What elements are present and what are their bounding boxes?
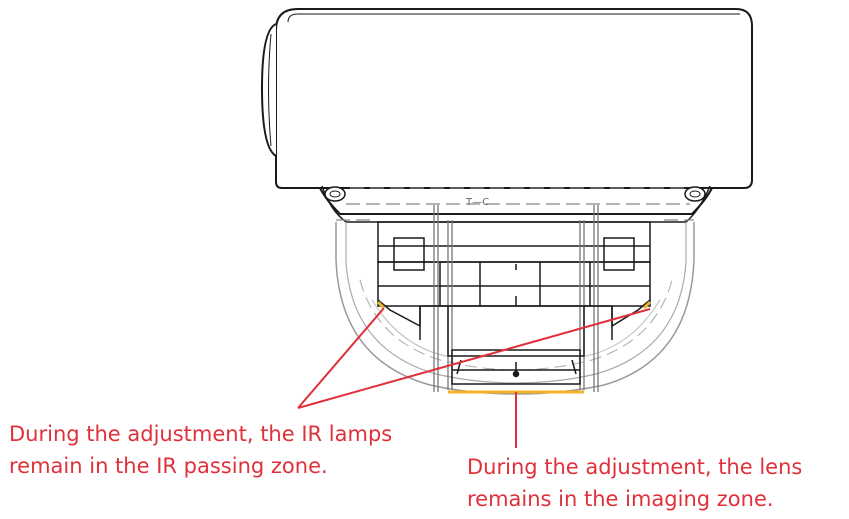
center-mark: T—C bbox=[465, 197, 489, 208]
ir-lamps-callout-line2: remain in the IR passing zone. bbox=[9, 454, 328, 478]
dashed-guides bbox=[336, 187, 694, 221]
screw-hole-right bbox=[684, 186, 706, 202]
lens-callout: During the adjustment, the lens remains … bbox=[467, 451, 802, 515]
dome-inner-1 bbox=[345, 222, 687, 384]
camera-housing bbox=[275, 8, 753, 189]
ir-highlight-left bbox=[376, 300, 386, 310]
screw-hole-left bbox=[324, 186, 346, 202]
ir-lamps-callout-line1: During the adjustment, the IR lamps bbox=[9, 422, 393, 446]
side-window-inner bbox=[268, 33, 272, 147]
base-ring bbox=[282, 187, 744, 215]
housing-edge bbox=[287, 13, 740, 23]
lens-callout-line2: remains in the imaging zone. bbox=[467, 487, 774, 511]
ir-lamp-right bbox=[611, 299, 651, 328]
leader-lines bbox=[297, 307, 651, 448]
ir-lamp-left bbox=[377, 299, 421, 328]
lens-block bbox=[419, 305, 613, 385]
lens-callout-line1: During the adjustment, the lens bbox=[467, 455, 803, 479]
internal-chassis bbox=[377, 221, 651, 307]
ir-lamps-callout: During the adjustment, the IR lamps rema… bbox=[9, 418, 392, 482]
ir-highlight-right bbox=[642, 300, 652, 310]
